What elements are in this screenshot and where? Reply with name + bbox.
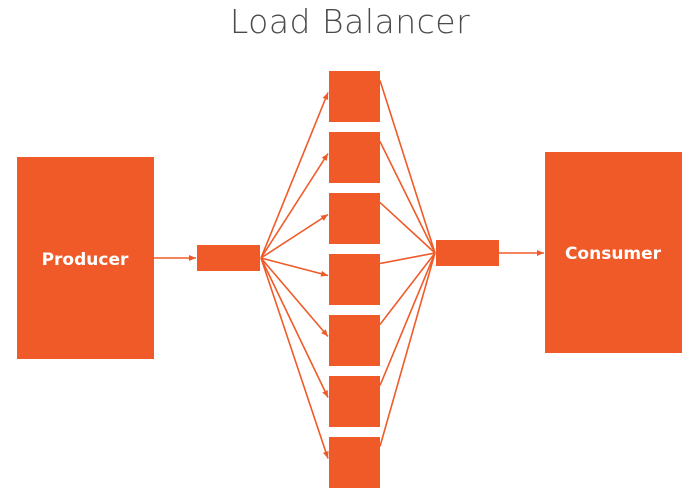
worker-node <box>329 315 380 366</box>
producer-node <box>17 157 154 359</box>
edge-worker-aggregator <box>379 80 436 254</box>
worker-node <box>329 132 380 183</box>
producer-label: Producer <box>42 250 129 270</box>
worker-node <box>329 193 380 244</box>
edge-worker-aggregator <box>379 141 436 254</box>
worker-node <box>329 254 380 305</box>
worker-node <box>329 376 380 427</box>
edge-distributor-worker <box>260 153 329 259</box>
edge-distributor-worker <box>260 257 329 338</box>
distributor-node <box>197 245 260 271</box>
edge-distributor-worker <box>260 213 329 259</box>
consumer-label: Consumer <box>565 244 662 264</box>
edge-worker-aggregator <box>379 252 436 265</box>
diagram-title: Load Balancer <box>229 2 471 41</box>
edge-worker-aggregator <box>379 252 436 447</box>
worker-node <box>329 71 380 122</box>
worker-node <box>329 437 380 488</box>
edge-distributor-worker <box>260 92 329 259</box>
edge-worker-aggregator <box>379 201 436 254</box>
edge-distributor-worker <box>260 257 329 277</box>
aggregator-node <box>436 240 499 266</box>
consumer-node <box>545 152 682 353</box>
edge-distributor-worker <box>260 257 329 398</box>
edge-distributor-worker <box>260 257 329 459</box>
edge-worker-aggregator <box>379 252 436 386</box>
edge-worker-aggregator <box>379 252 436 325</box>
